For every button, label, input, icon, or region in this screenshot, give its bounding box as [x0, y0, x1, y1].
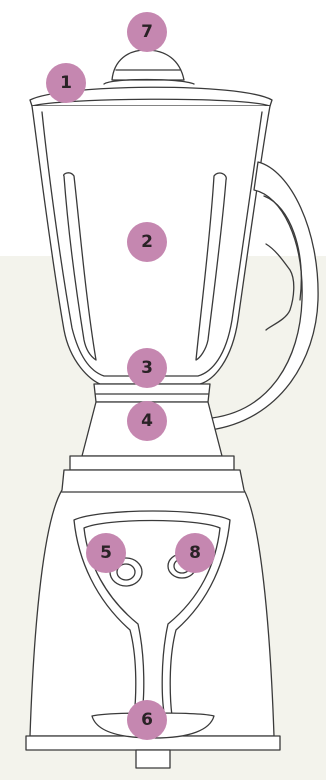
- marker-7: 7: [127, 12, 167, 52]
- marker-2-label: 2: [141, 232, 153, 252]
- marker-5-label: 5: [100, 543, 112, 563]
- marker-2: 2: [127, 222, 167, 262]
- marker-3: 3: [127, 348, 167, 388]
- marker-4-label: 4: [141, 411, 153, 431]
- marker-6: 6: [127, 700, 167, 740]
- marker-1-label: 1: [60, 73, 72, 93]
- marker-4: 4: [127, 401, 167, 441]
- marker-3-label: 3: [141, 358, 153, 378]
- marker-8: 8: [175, 533, 215, 573]
- marker-5: 5: [86, 533, 126, 573]
- marker-7-label: 7: [141, 22, 153, 42]
- marker-6-label: 6: [141, 710, 153, 730]
- marker-8-label: 8: [189, 543, 201, 563]
- marker-1: 1: [46, 63, 86, 103]
